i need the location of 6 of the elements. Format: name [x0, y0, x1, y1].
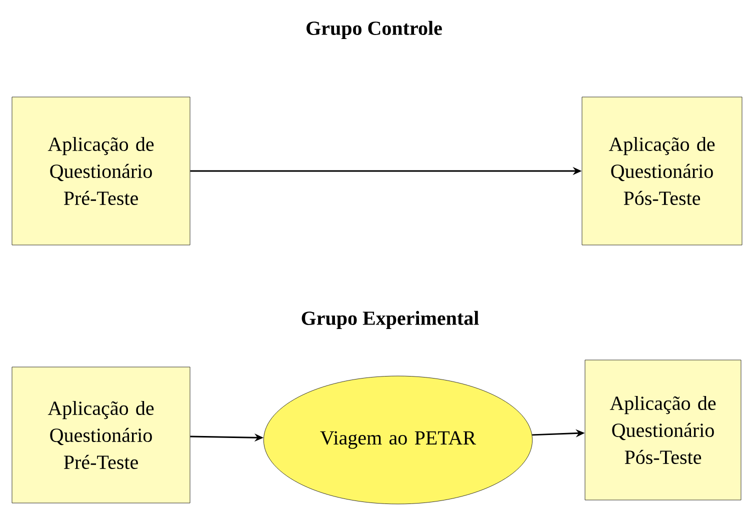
process-box: Aplicação de Questionário Pós-Teste [582, 96, 742, 246]
process-box: Aplicação de Questionário Pré-Teste [12, 366, 190, 504]
heading: Grupo Experimental [302, 310, 479, 330]
process-box: Aplicação de Questionário Pré-Teste [12, 96, 190, 246]
process-box: Aplicação de Questionário Pós-Teste [584, 360, 742, 500]
heading: Grupo Controle [306, 20, 442, 40]
